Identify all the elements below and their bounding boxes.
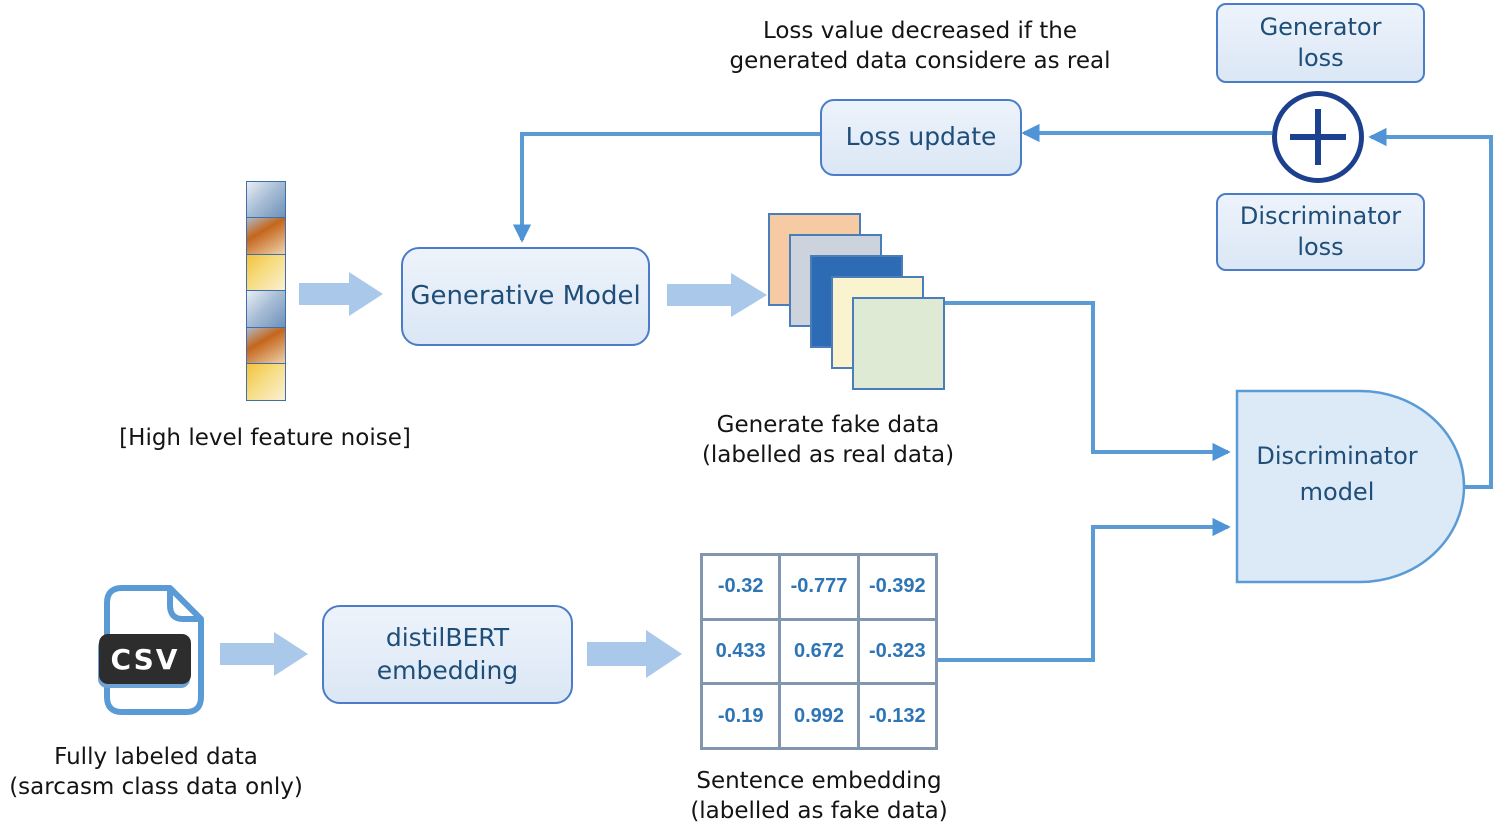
noise-cell xyxy=(246,363,286,402)
matrix-cell: 0.672 xyxy=(781,620,857,683)
noise-cell xyxy=(246,326,286,365)
matrix-cell: -0.392 xyxy=(859,556,935,618)
connector-loss-update-to-generative-model xyxy=(512,132,820,243)
generator-loss-box: Generator loss xyxy=(1216,3,1425,83)
block-arrow-csv-to-distilbert xyxy=(220,632,308,676)
matrix-cell: 0.433 xyxy=(703,620,779,683)
csv-badge: CSV xyxy=(99,634,191,684)
block-arrow-generative-model-to-fake-data xyxy=(667,273,767,317)
noise-cell xyxy=(246,253,286,292)
loss-update-box: Loss update xyxy=(820,99,1022,176)
matrix-cell: -0.323 xyxy=(859,620,935,683)
plus-vbar xyxy=(1315,109,1321,165)
matrix-cell: -0.32 xyxy=(703,556,779,618)
matrix-cell: -0.777 xyxy=(781,556,857,618)
discriminator-model-label: Discriminator model xyxy=(1256,442,1418,506)
matrix-cell: -0.132 xyxy=(859,685,935,747)
noise-label: [High level feature noise] xyxy=(119,425,411,451)
distilbert-embedding-box: distilBERT embedding xyxy=(322,605,573,704)
sentence-embedding-matrix: -0.32 -0.777 -0.392 0.433 0.672 -0.323 -… xyxy=(700,553,938,750)
discriminator-model-shape xyxy=(1235,389,1466,584)
connector-embedding-to-discriminator xyxy=(936,517,1231,662)
sentence-embedding-label: Sentence embedding (labelled as fake dat… xyxy=(690,768,948,825)
block-arrow-noise-to-generative-model xyxy=(299,272,383,316)
csv-file-fold xyxy=(167,588,201,622)
plus-icon xyxy=(1272,91,1364,183)
matrix-cell: 0.992 xyxy=(781,685,857,747)
fake-data-label: Generate fake data (labelled as real dat… xyxy=(701,412,955,469)
fake-data-square xyxy=(852,297,945,390)
fake-data-stack-icon xyxy=(768,213,948,393)
noise-cell xyxy=(246,181,286,219)
connector-fake-data-to-discriminator xyxy=(944,301,1231,462)
noise-cell xyxy=(246,217,286,256)
noise-strip-icon xyxy=(246,181,286,402)
connector-discriminator-to-plus xyxy=(1368,127,1493,489)
labeled-data-label: Fully labeled data (sarcasm class data o… xyxy=(9,744,303,801)
block-arrow-distilbert-to-matrix xyxy=(587,630,682,678)
noise-cell xyxy=(246,290,286,329)
discriminator-loss-box: Discriminator loss xyxy=(1216,193,1425,271)
loss-note: Loss value decreased if the generated da… xyxy=(729,18,1111,75)
matrix-cell: -0.19 xyxy=(703,685,779,747)
generative-model-box: Generative Model xyxy=(401,247,650,346)
